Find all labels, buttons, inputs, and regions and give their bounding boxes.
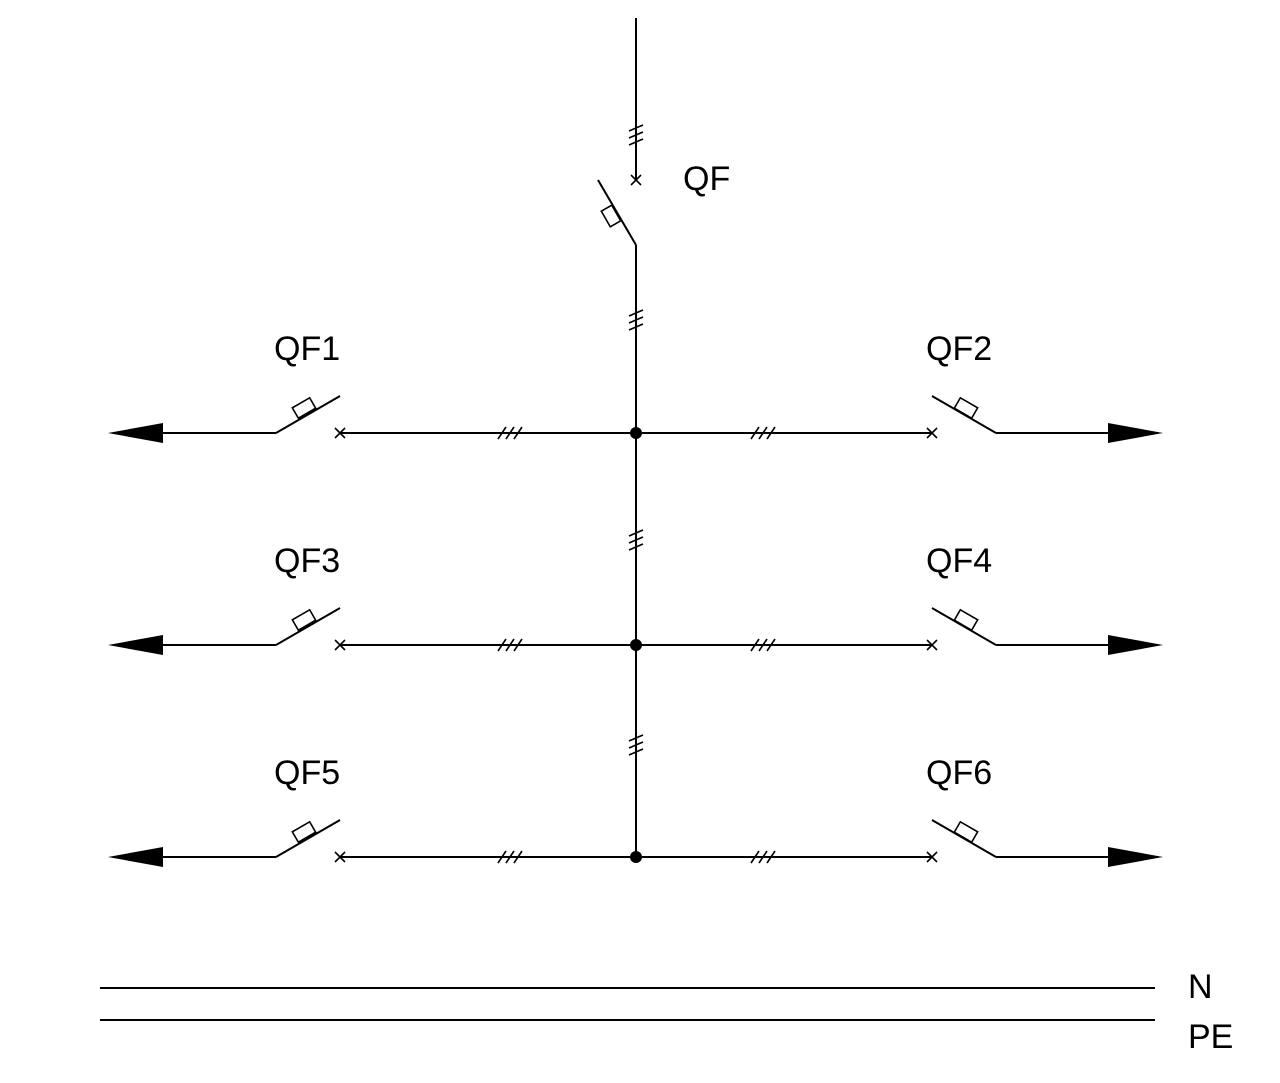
feeder-qf4: QF4	[636, 542, 1163, 655]
qf5-phase-ticks	[497, 850, 523, 864]
qf4-label: QF4	[926, 542, 992, 580]
qf5-arrow-icon	[108, 847, 163, 867]
qf3-label: QF3	[274, 542, 340, 580]
qf1-arrow-icon	[108, 423, 163, 443]
qf2-phase-ticks	[750, 426, 776, 440]
qf6-arrow-icon	[1108, 847, 1163, 867]
feeder-qf1: QF1	[108, 330, 636, 443]
qf4-phase-ticks	[750, 638, 776, 652]
qf1-phase-ticks	[497, 426, 523, 440]
qf5-label: QF5	[274, 754, 340, 792]
feeder-qf2: QF2	[636, 330, 1163, 443]
feeder-qf5: QF5	[108, 754, 636, 867]
bus-phase-ticks-2	[628, 529, 644, 551]
qf1-blade	[275, 395, 341, 434]
qf5-trip-element	[291, 820, 317, 844]
qf1-trip-element	[291, 396, 317, 420]
qf1-label: QF1	[274, 330, 340, 368]
qf3-blade	[275, 607, 341, 646]
neutral-label: N	[1188, 968, 1213, 1006]
bus-phase-ticks-1	[628, 309, 644, 331]
qf6-trip-element	[953, 820, 979, 844]
qf4-arrow-icon	[1108, 635, 1163, 655]
qf5-blade	[275, 819, 341, 858]
qf3-trip-element	[291, 608, 317, 632]
qf2-label: QF2	[926, 330, 992, 368]
pe-label: PE	[1188, 1018, 1233, 1056]
feeder-qf6: QF6	[636, 754, 1163, 867]
main-breaker-qf: QF	[597, 18, 730, 246]
main-bus	[628, 245, 644, 863]
incoming-phase-ticks	[628, 124, 644, 146]
qf2-trip-element	[953, 396, 979, 420]
qf4-trip-element	[953, 608, 979, 632]
qf6-phase-ticks	[750, 850, 776, 864]
qf-blade	[597, 179, 637, 246]
qf3-phase-ticks	[497, 638, 523, 652]
qf-label: QF	[683, 160, 730, 198]
qf2-arrow-icon	[1108, 423, 1163, 443]
qf3-arrow-icon	[108, 635, 163, 655]
qf-trip-element	[600, 204, 622, 228]
qf6-label: QF6	[926, 754, 992, 792]
pe-conductor: PE	[100, 1018, 1233, 1056]
bus-phase-ticks-3	[628, 734, 644, 756]
neutral-conductor: N	[100, 968, 1213, 1006]
feeder-qf3: QF3	[108, 542, 636, 655]
